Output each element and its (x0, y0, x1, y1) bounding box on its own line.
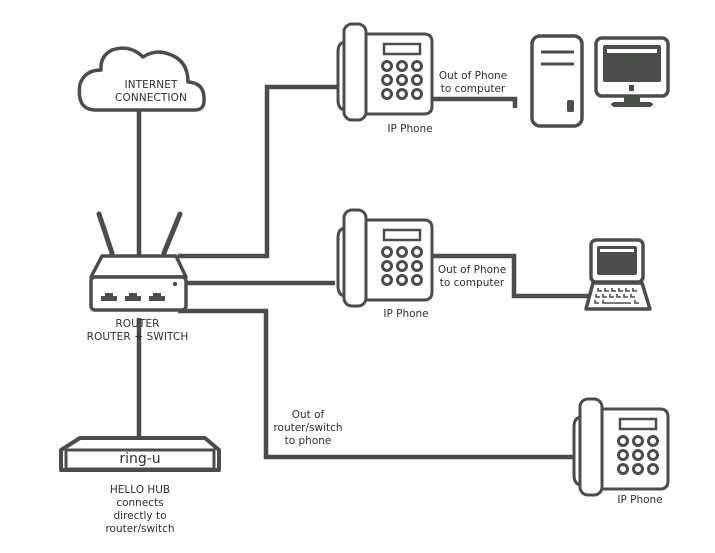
hub-label: HELLO HUB connects directly to router/sw… (70, 484, 210, 536)
line-phone1-desktop (433, 96, 518, 108)
line-router-phone1 (178, 84, 337, 259)
hub-device-text: ring-u (119, 451, 161, 467)
hub-label-line1: HELLO HUB (109, 484, 171, 496)
connection-label-line3: to phone (284, 435, 332, 447)
antenna-right (161, 211, 183, 256)
phone1-label: IP Phone (387, 123, 433, 135)
line-router-phone3 (178, 308, 573, 460)
router-label-line1: ROUTER (115, 318, 160, 330)
desk-phone-icon (336, 208, 434, 308)
connection-label-line2: to computer (439, 277, 505, 289)
connection-label-line1: Out of Phone (438, 70, 508, 82)
connection-label-phone2-laptop: Out of Phone to computer (432, 264, 512, 290)
line-phone2-laptop (433, 253, 592, 299)
phone2-label: IP Phone (383, 308, 429, 320)
connection-label-line2: to computer (440, 83, 506, 95)
antenna-left (96, 211, 115, 256)
connection-label-line1: Out of (291, 409, 325, 421)
status-led (172, 281, 178, 287)
computer-tower-icon (530, 34, 584, 128)
ethernet-port-2 (125, 293, 141, 301)
ethernet-port-3 (149, 293, 165, 301)
hub-label-line2: connects (116, 497, 164, 509)
laptop-icon (584, 238, 652, 311)
ethernet-port-1 (101, 293, 117, 301)
phone3-label: IP Phone (617, 494, 663, 506)
hub-icon (59, 436, 221, 472)
cloud-icon (77, 46, 206, 112)
monitor-icon (594, 36, 670, 107)
router-icon (89, 211, 188, 312)
connection-lines (136, 84, 592, 460)
hub-label-line3: directly to (113, 510, 167, 522)
desk-phone-icon (336, 22, 434, 122)
connection-label-phone1-desktop: Out of Phone to computer (433, 70, 513, 96)
hub-label-line4: router/switch (105, 523, 175, 535)
internet-label-line2: CONNECTION (115, 92, 187, 104)
connection-label-router-phone3: Out of router/switch to phone (268, 409, 348, 448)
connection-label-line2: router/switch (273, 422, 343, 434)
internet-label: INTERNET CONNECTION (102, 79, 200, 105)
connection-label-line1: Out of Phone (437, 264, 507, 276)
internet-label-line1: INTERNET (124, 79, 178, 91)
router-label-line2: ROUTER + SWITCH (86, 331, 189, 343)
desk-phone-icon (572, 397, 670, 497)
router-label: ROUTER ROUTER + SWITCH (70, 318, 205, 344)
